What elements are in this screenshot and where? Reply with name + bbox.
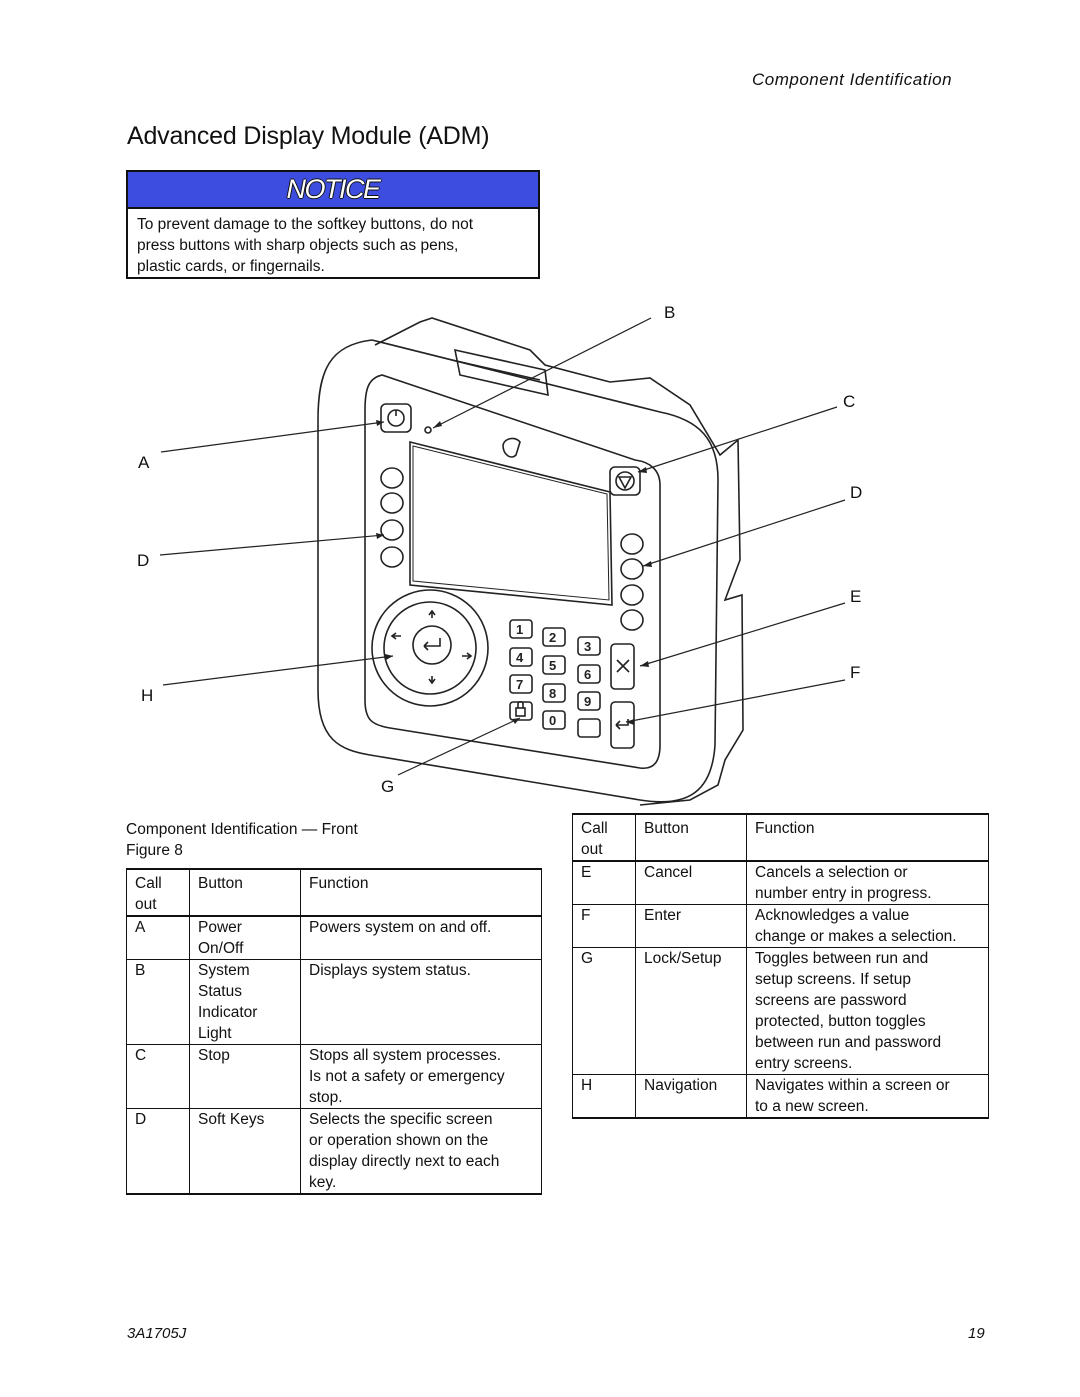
cell-button: Soft Keys: [189, 1108, 301, 1195]
notice-line: To prevent damage to the softkey buttons…: [137, 216, 474, 233]
cell-callout: G: [572, 947, 636, 1075]
page-title: Advanced Display Module (ADM): [127, 122, 490, 150]
cell-callout: F: [572, 904, 636, 948]
callout-e: E: [850, 587, 861, 606]
callout-b: B: [664, 303, 675, 322]
notice-banner: NOTICE: [128, 172, 538, 209]
cell-callout: E: [572, 861, 636, 905]
notice-line: plastic cards, or fingernails.: [137, 258, 325, 275]
cell-button: Lock/Setup: [635, 947, 747, 1075]
key-0: 0: [549, 713, 556, 728]
figure-caption: Component Identification — Front Figure …: [126, 819, 358, 861]
cell-button: Navigation: [635, 1074, 747, 1119]
key-1: 1: [516, 622, 523, 637]
cell-callout: C: [126, 1044, 190, 1109]
cell-button: Stop: [189, 1044, 301, 1109]
callout-d-right: D: [850, 483, 862, 502]
footer-doc-id: 3A1705J: [127, 1325, 187, 1342]
section-header: Component Identification: [752, 70, 953, 89]
cell-button: Cancel: [635, 861, 747, 905]
key-9: 9: [584, 694, 591, 709]
callout-g: G: [381, 777, 394, 796]
callout-h: H: [141, 686, 153, 705]
callout-d-left: D: [137, 551, 149, 570]
notice-box: NOTICE To prevent damage to the softkey …: [126, 170, 540, 279]
cell-button: Enter: [635, 904, 747, 948]
cell-callout: A: [126, 916, 190, 960]
key-2: 2: [549, 630, 556, 645]
cell-callout: D: [126, 1108, 190, 1195]
callout-a: A: [138, 453, 150, 472]
header-function: Function: [746, 813, 989, 862]
notice-text: To prevent damage to the softkey buttons…: [128, 209, 538, 277]
figure-caption-title: Component Identification — Front: [126, 821, 358, 838]
callout-c: C: [843, 392, 855, 411]
notice-line: press buttons with sharp objects such as…: [137, 237, 459, 254]
figure-caption-number: Figure 8: [126, 842, 183, 859]
key-3: 3: [584, 639, 591, 654]
header-function: Function: [300, 868, 542, 917]
key-6: 6: [584, 667, 591, 682]
cell-function: Powers system on and off.: [300, 916, 542, 960]
cell-function: Displays system status.: [300, 959, 542, 1045]
key-7: 7: [516, 677, 523, 692]
key-5: 5: [549, 658, 556, 673]
cell-callout: B: [126, 959, 190, 1045]
header-button: Button: [635, 813, 747, 862]
header-button: Button: [189, 868, 301, 917]
key-4: 4: [516, 650, 524, 665]
table-row: H Navigation Navigates within a screen o…: [572, 1074, 989, 1119]
footer-page-number: 19: [968, 1325, 985, 1342]
cell-callout: H: [572, 1074, 636, 1119]
notice-label: NOTICE: [286, 174, 381, 204]
table-row: C Stop Stops all system processes.Is not…: [126, 1044, 542, 1109]
cell-function: Stops all system processes.Is not a safe…: [300, 1044, 542, 1109]
callout-f: F: [850, 663, 860, 682]
key-8: 8: [549, 686, 556, 701]
